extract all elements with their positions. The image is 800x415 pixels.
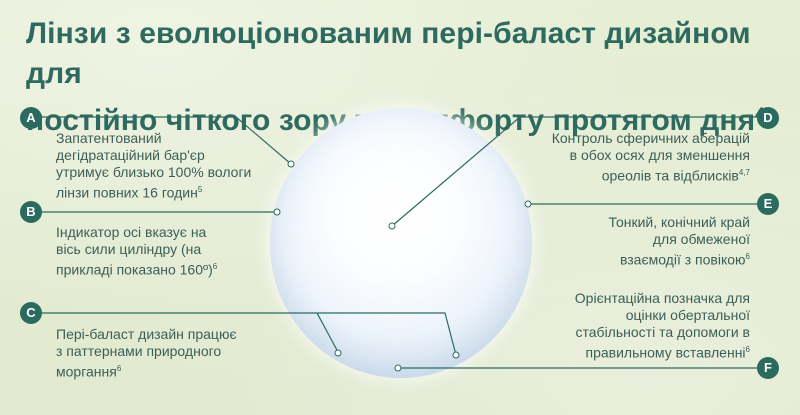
label-f-line-2: оцінки обертальної [625, 307, 750, 323]
point-c1 [334, 349, 342, 357]
label-a: Запатентований дегідратаційний бар'єр ут… [56, 130, 271, 202]
label-d-line-3: ореолів та відблисків [601, 167, 739, 184]
title-line-1: Лінзи з еволюціонованим пері-баласт диза… [26, 17, 751, 90]
label-c-line-3: моргання [56, 363, 117, 380]
label-a-line-3: утримує близько 100% вологи [56, 164, 252, 180]
point-d [388, 222, 396, 230]
badge-b: B [20, 201, 42, 223]
label-e-footnote: 6 [745, 252, 750, 261]
connector-a [42, 116, 292, 165]
label-d-line-1: Контроль сферичних аберацій [551, 130, 750, 146]
label-d-footnote: 4,7 [738, 168, 750, 177]
label-b: Індикатор осі вказує на вісь сили цилінд… [56, 224, 271, 279]
label-d-line-2: в обох осях для зменшення [569, 147, 750, 163]
label-a-footnote: 5 [197, 185, 203, 194]
label-a-line-1: Запатентований [56, 130, 162, 146]
label-f-line-3: стабільності та допомоги в [575, 324, 750, 340]
label-c-footnote: 6 [116, 364, 122, 373]
label-e-line-3: взаємодії з повікою [619, 251, 746, 268]
label-e-line-1: Тонкий, конічний край [608, 214, 750, 230]
label-c: Пері-баласт дизайн працює з паттернами п… [56, 326, 271, 381]
point-a [287, 160, 295, 168]
label-d: Контроль сферичних аберацій в обох осях … [500, 130, 750, 185]
point-c2 [452, 351, 460, 359]
connector-c2 [317, 312, 457, 356]
label-b-line-1: Індикатор осі вказує на [56, 224, 207, 240]
label-f: Орієнтаційна позначка для оцінки обертал… [510, 290, 750, 362]
label-a-line-4: лінзи повних 16 годин [56, 184, 198, 201]
label-c-line-2: з паттернами природного [56, 343, 222, 359]
label-f-line-4: правильному вставленні [585, 344, 746, 361]
label-c-line-1: Пері-баласт дизайн працює [56, 326, 237, 342]
badge-c: C [20, 302, 42, 324]
connector-d [391, 116, 760, 227]
label-b-line-3: прикладі показано 160º) [56, 261, 213, 278]
badge-d: D [757, 107, 779, 129]
point-b [273, 208, 281, 216]
label-b-footnote: 6 [212, 262, 218, 271]
label-f-footnote: 6 [745, 345, 750, 354]
contact-lens-image [270, 108, 532, 378]
label-b-line-2: вісь сили циліндру (на [56, 241, 202, 257]
badge-f: F [757, 357, 779, 379]
label-f-line-1: Орієнтаційна позначка для [574, 290, 750, 306]
label-a-line-2: дегідратаційний бар'єр [56, 147, 205, 163]
label-e: Тонкий, конічний край для обмеженої взає… [530, 214, 750, 269]
label-e-line-2: для обмеженої [652, 231, 750, 247]
point-e [524, 200, 532, 208]
badge-a: A [20, 107, 42, 129]
point-f [394, 364, 402, 372]
badge-e: E [757, 193, 779, 215]
